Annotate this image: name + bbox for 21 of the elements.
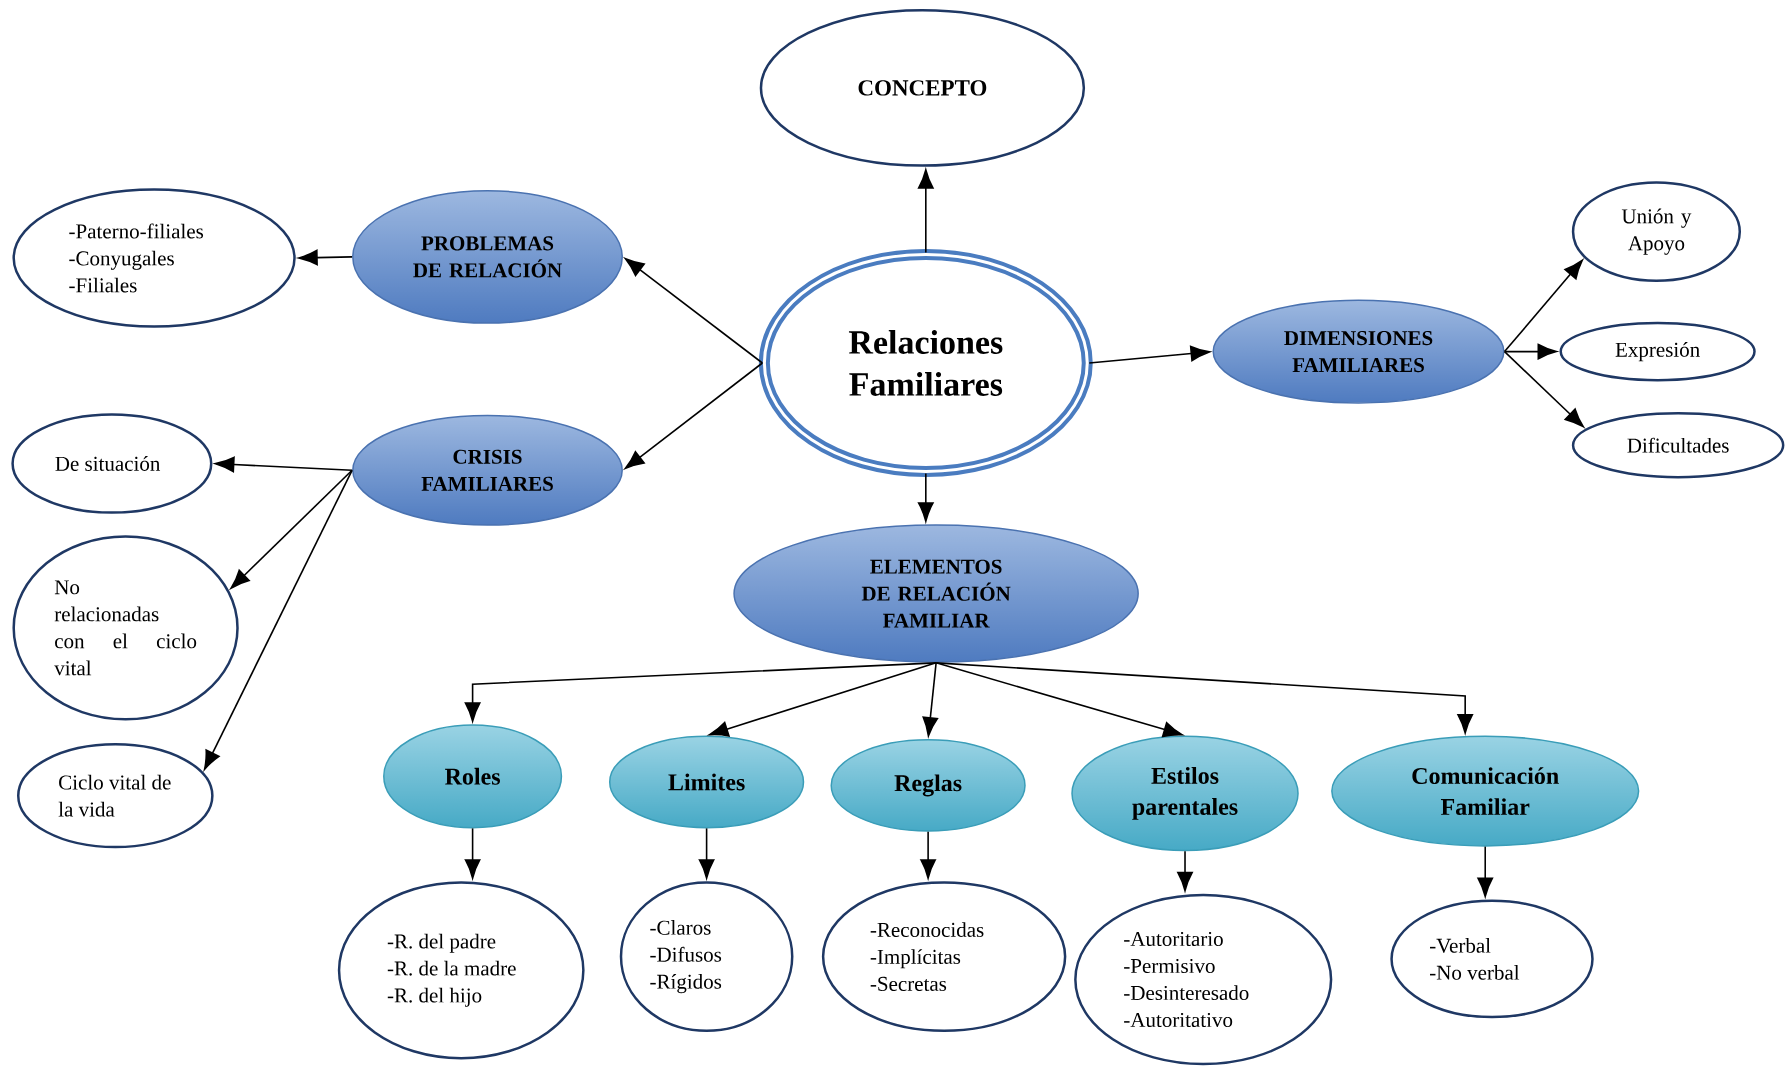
arrow bbox=[922, 662, 939, 737]
arrow bbox=[917, 169, 934, 254]
arrow bbox=[1503, 350, 1585, 428]
arrow bbox=[624, 362, 764, 470]
arrow bbox=[698, 827, 715, 879]
arrow bbox=[464, 662, 937, 722]
arrow bbox=[1503, 343, 1558, 360]
arrow bbox=[917, 472, 934, 522]
arrow bbox=[1477, 845, 1494, 898]
arrow bbox=[935, 662, 1474, 734]
arrow bbox=[1503, 259, 1583, 353]
arrow bbox=[624, 258, 764, 364]
arrow bbox=[214, 456, 353, 473]
arrow bbox=[230, 469, 353, 589]
arrow bbox=[920, 831, 936, 879]
arrow bbox=[464, 827, 481, 879]
arrow bbox=[708, 662, 937, 737]
arrow bbox=[1088, 345, 1211, 364]
arrow bbox=[203, 469, 353, 771]
arrow bbox=[1177, 850, 1193, 892]
arrow bbox=[298, 249, 353, 266]
